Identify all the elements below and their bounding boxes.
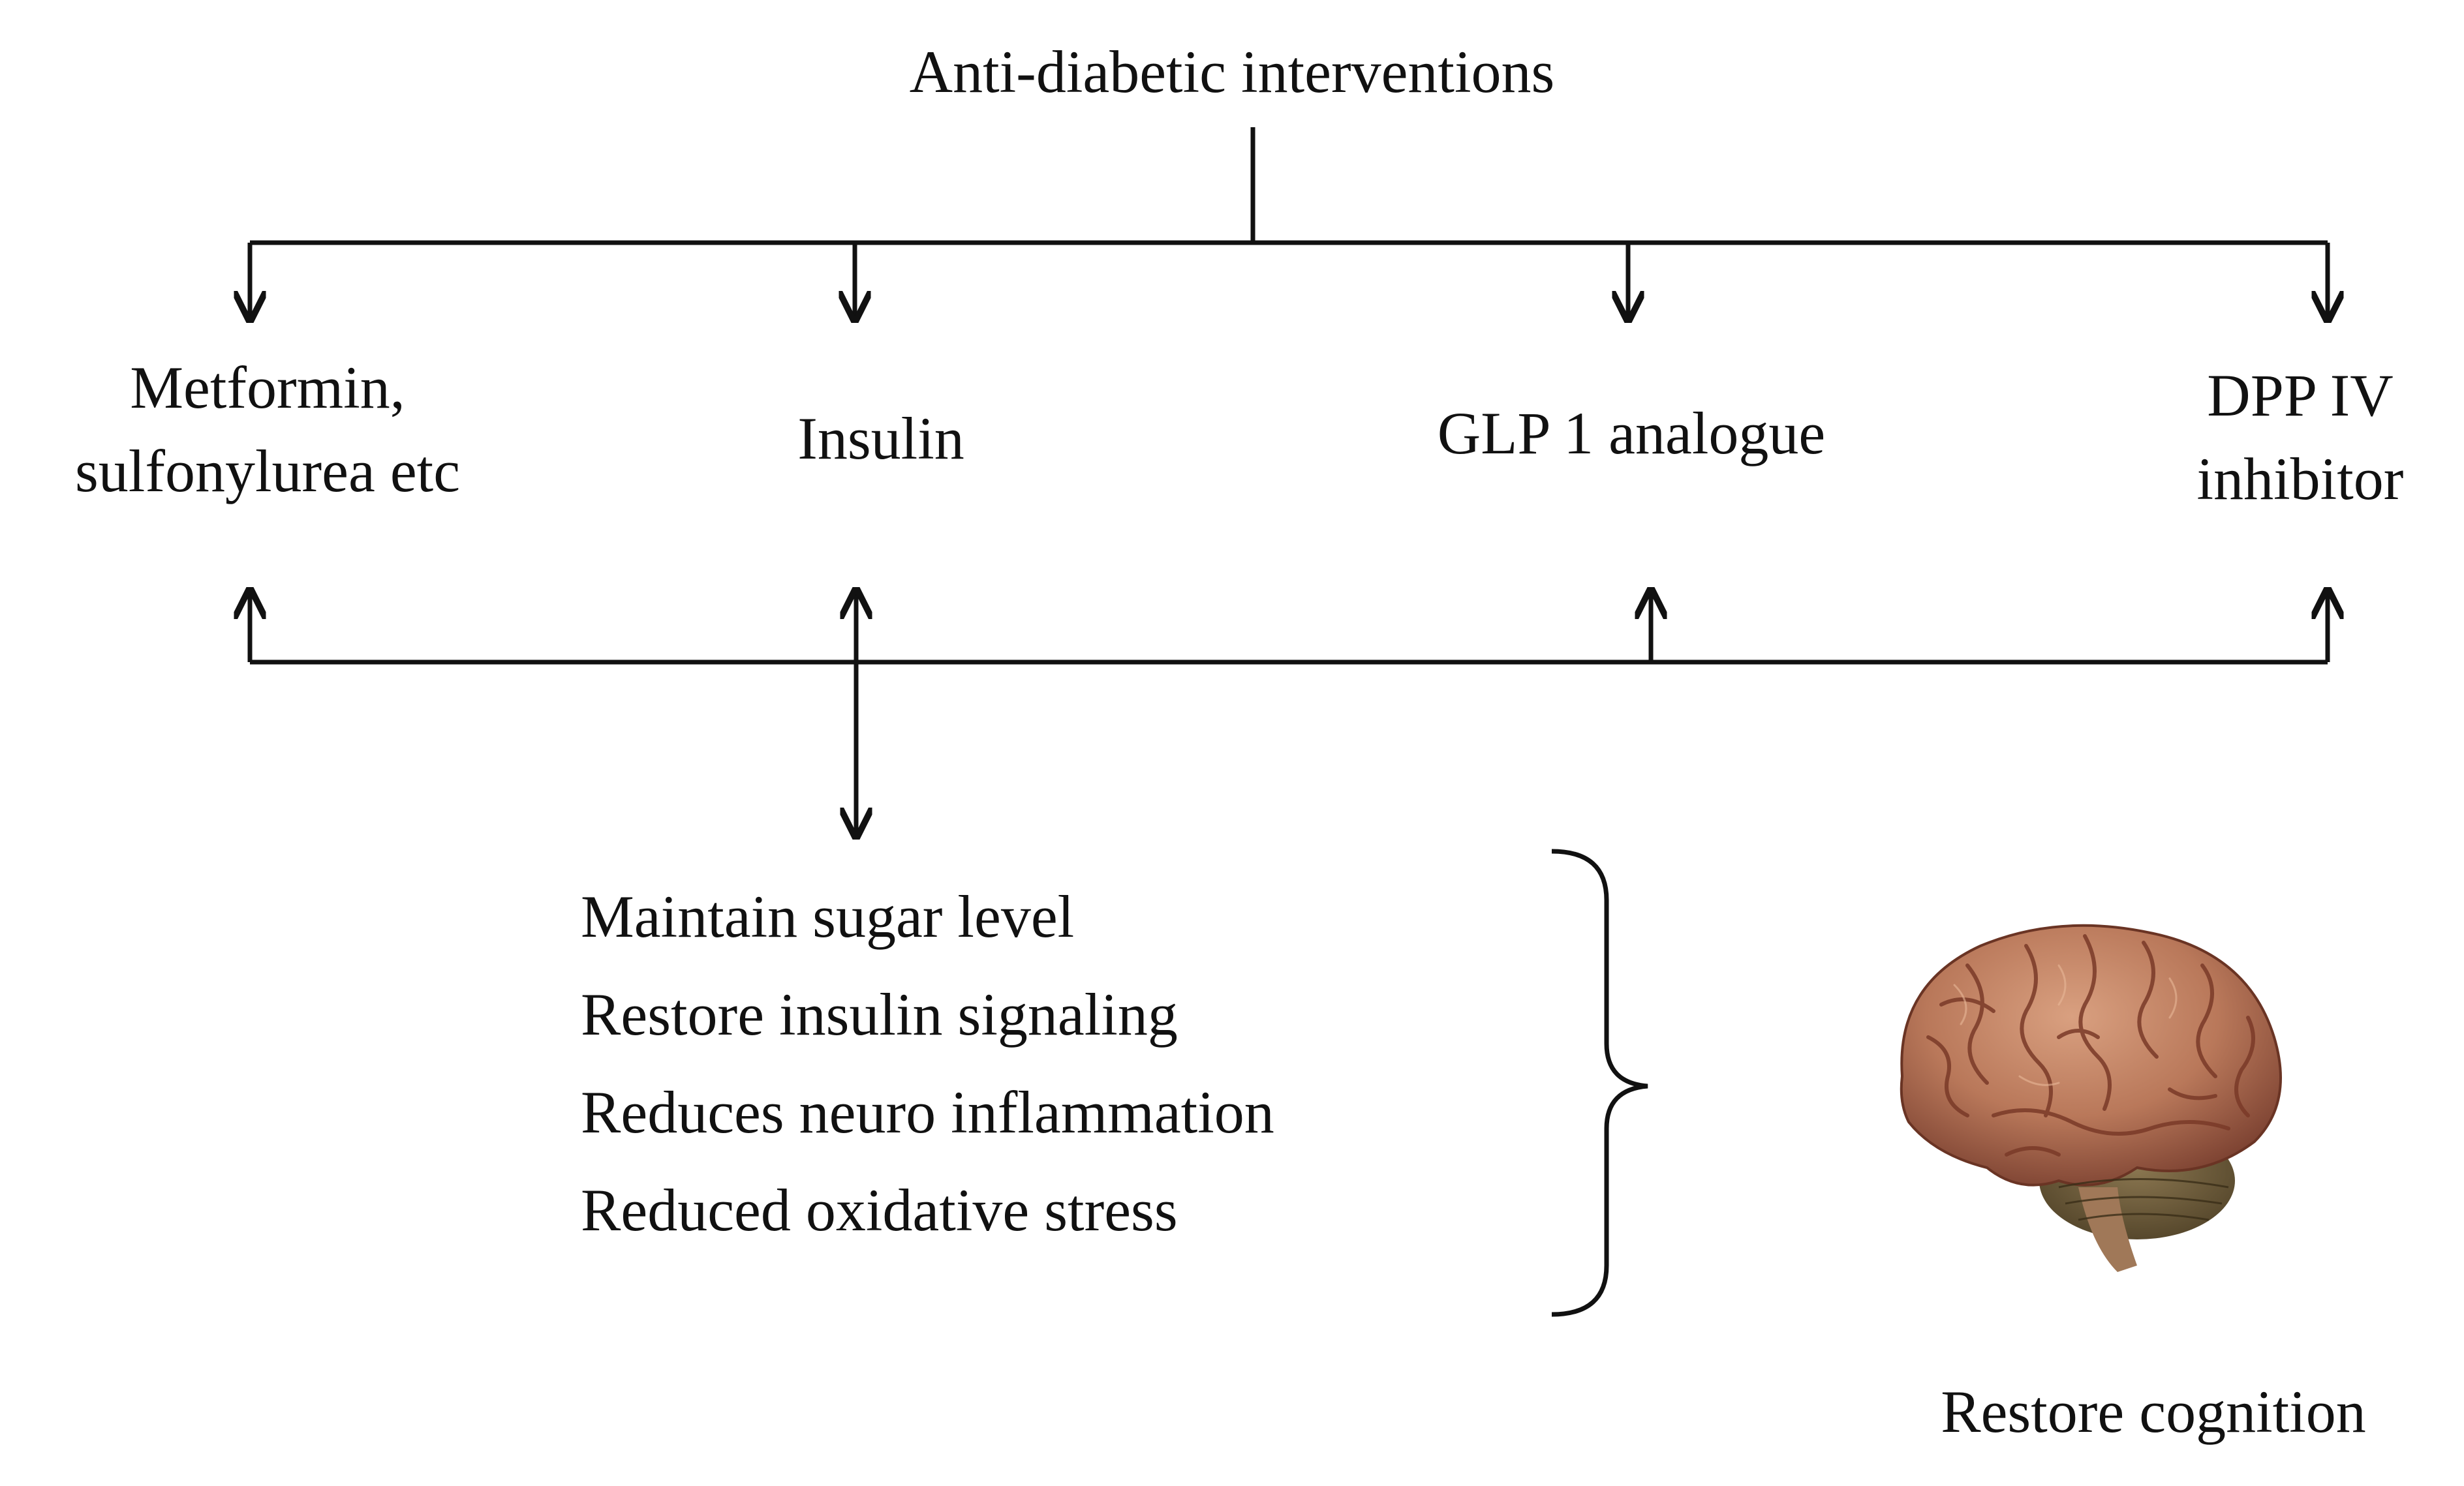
drug-dpp4-line2: inhibitor (2196, 446, 2404, 512)
effect-item: Reduced oxidative stress (581, 1177, 1178, 1243)
drug-glp1-analogue: GLP 1 analogue (1437, 400, 1826, 466)
diagram-title: Anti-diabetic interventions (909, 38, 1555, 105)
effect-item: Maintain sugar level (581, 883, 1075, 950)
brain-icon (1863, 907, 2320, 1285)
drug-dpp4-inhibitor: DPP IV inhibitor (2153, 354, 2447, 521)
drug-insulin: Insulin (797, 405, 964, 472)
effects-brace (1551, 849, 1648, 1317)
effects-list: Maintain sugar level Restore insulin sig… (581, 868, 1494, 1259)
drug-metformin-line1: Metformin, (130, 354, 405, 421)
effect-item: Reduces neuro inflammation (581, 1079, 1274, 1145)
drug-dpp4-line1: DPP IV (2207, 362, 2394, 429)
effect-item: Restore insulin signaling (581, 981, 1178, 1048)
outcome-label: Restore cognition (1941, 1378, 2366, 1445)
drug-metformin-line2: sulfonylurea etc (74, 438, 461, 504)
drug-metformin: Metformin, sulfonylurea etc (20, 346, 516, 513)
